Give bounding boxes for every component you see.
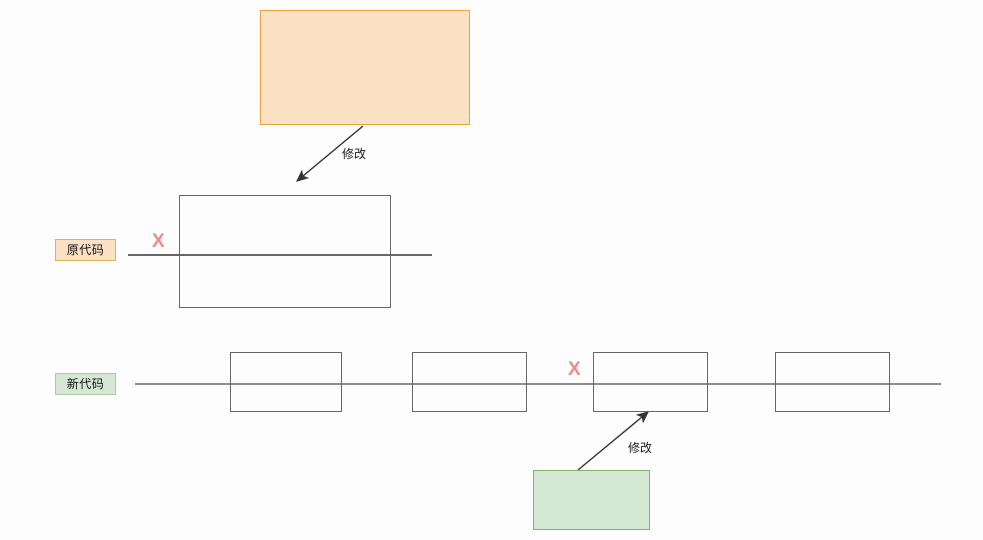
edge-label-modify-bottom: 修改 [628,441,653,455]
arrow-modify-bottom [577,411,650,471]
orange-source-block[interactable] [260,10,470,125]
new-code-segment-1[interactable] [230,352,342,412]
new-code-segment-4[interactable] [775,352,890,412]
new-code-segment-3[interactable] [593,352,708,412]
original-code-block[interactable] [179,195,391,308]
lane-tag-new-code[interactable]: 新代码 [55,373,116,395]
new-code-segment-2[interactable] [412,352,527,412]
arrow-modify-top [295,125,364,182]
green-source-block[interactable] [533,470,650,530]
x-mark-top: X [152,231,165,252]
lane-tag-original-code[interactable]: 原代码 [55,239,116,261]
edge-label-modify-top: 修改 [342,147,367,161]
x-mark-bottom: X [568,359,581,380]
